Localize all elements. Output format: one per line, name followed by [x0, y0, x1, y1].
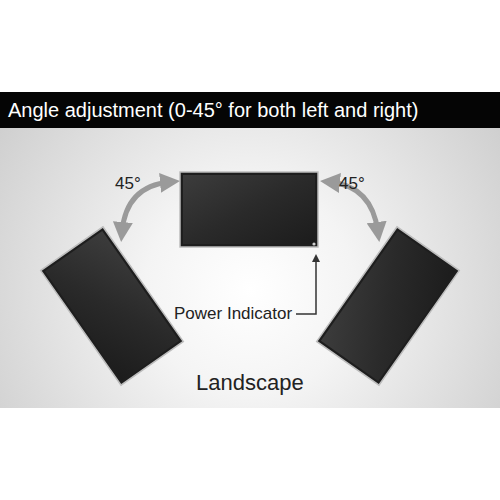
monitor-right: [317, 227, 460, 385]
title-text: Angle adjustment (0-45° for both left an…: [8, 99, 418, 122]
leader-line: [296, 258, 316, 314]
power-led: [312, 242, 315, 245]
title-bar: Angle adjustment (0-45° for both left an…: [0, 92, 500, 128]
caption-label: Landscape: [196, 370, 304, 396]
background-panel: [0, 92, 500, 408]
angle-label: 45°: [339, 174, 365, 194]
callout-label: Power Indicator: [174, 304, 292, 324]
monitor-left: [41, 227, 184, 385]
angle-label: 45°: [115, 174, 141, 194]
monitor-center: [180, 172, 318, 247]
